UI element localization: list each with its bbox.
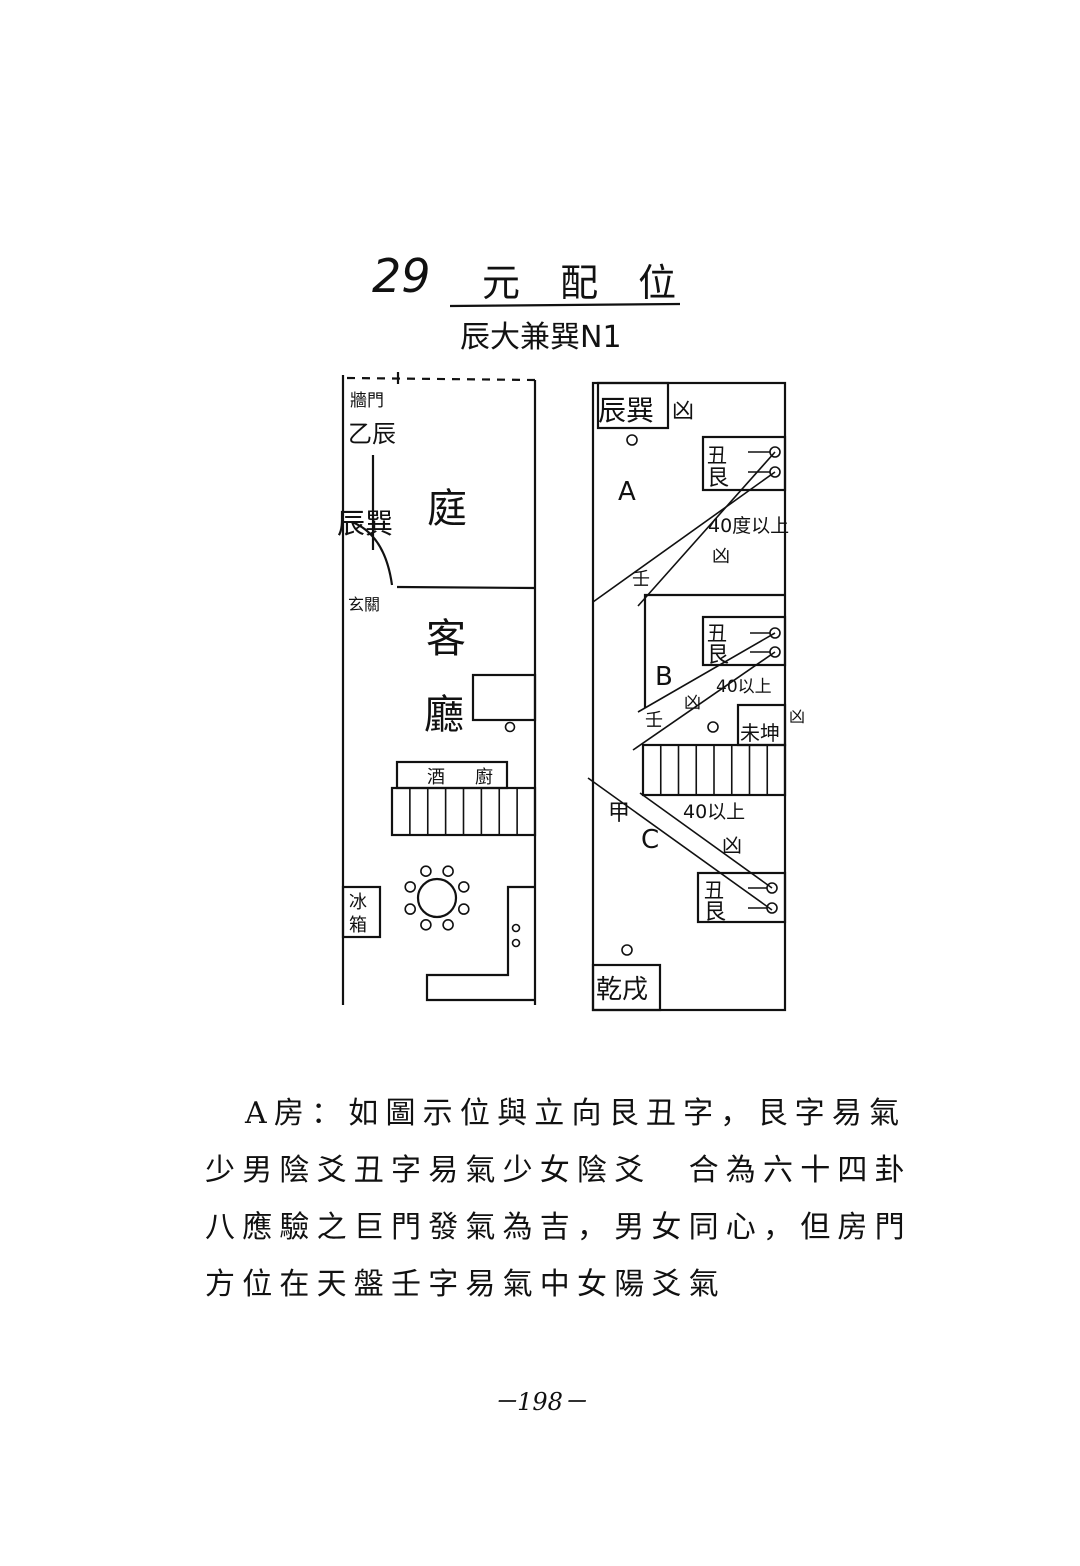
courtyard-divider (396, 585, 536, 590)
room-a-door-box (701, 435, 787, 492)
left-floor-plan: 牆門 乙辰 辰巽 庭 玄關 客 廳 酒 廚 冰 箱 (337, 372, 537, 1005)
room-a-door-bottom: 艮 (707, 466, 729, 491)
dining-chair (420, 918, 432, 931)
room-b-verdict: 凶 (684, 693, 701, 713)
room-a-label: A (618, 477, 636, 507)
arrow-target (769, 627, 781, 639)
room-b-label: B (655, 662, 673, 692)
entry-direction-label: 辰巽 (337, 507, 393, 540)
sofa (471, 673, 537, 722)
wine-cabinet-label-1: 酒 (427, 767, 445, 788)
body-line: 方位在天盤壬字易氣中女陽爻氣 (205, 1267, 726, 1302)
room-b-ren: 壬 (645, 710, 663, 731)
dining-table (404, 865, 470, 931)
room-a-verdict: 凶 (712, 546, 730, 567)
kitchen-counter (425, 885, 535, 1002)
marker-circle (621, 944, 633, 956)
marker-circle (626, 434, 638, 446)
room-c-angle: 40以上 (683, 801, 745, 823)
gate-direction-label: 乙辰 (348, 420, 396, 448)
direction-line (632, 651, 776, 751)
room-b-door-bottom: 艮 (707, 643, 729, 668)
top-corner-label: 辰巽 (598, 394, 654, 427)
living-room-label-1: 客 (426, 616, 466, 662)
direction-line (637, 632, 776, 713)
arrow-target (769, 446, 781, 458)
room-b-door-top: 丑 (707, 621, 727, 645)
dining-chair (457, 881, 470, 893)
room-b-angle: 40以上 (716, 677, 772, 697)
top-corner-verdict: 凶 (672, 399, 694, 424)
arrow-target (769, 646, 781, 658)
fridge-label-1: 冰 (349, 892, 367, 913)
direction-line (587, 777, 773, 911)
living-room-label-2: 廳 (424, 692, 464, 738)
front-boundary-dashed (346, 376, 536, 382)
room-a-door-top: 丑 (707, 443, 727, 467)
right-floor-plan: 辰巽 凶 A 丑 艮 40度以上 凶 壬 丑 艮 B 40以上 凶 壬 未坤 凶… (587, 381, 805, 1012)
figure-title: 29 元 配 位 辰大兼巽N1 (372, 249, 690, 355)
top-corner-box (596, 381, 670, 430)
courtyard-label: 庭 (427, 486, 467, 532)
direction-line (637, 451, 776, 607)
stove-burner (511, 923, 521, 933)
bottom-corner-label: 乾戌 (596, 975, 648, 1005)
room-c-door-box (696, 871, 787, 924)
room-a-ren: 壬 (632, 569, 650, 590)
fridge-label-2: 箱 (349, 915, 367, 936)
room-a-angle: 40度以上 (708, 515, 789, 537)
title-underline (449, 302, 681, 308)
lamp (504, 721, 516, 733)
figure-number: 29 (372, 249, 431, 303)
wall-gate-label: 牆門 (350, 391, 384, 411)
arrow-target (766, 902, 778, 914)
room-c-door-top: 丑 (704, 878, 724, 902)
dining-chair (404, 881, 417, 893)
dining-chair (404, 903, 417, 915)
wine-cabinet-label-2: 廚 (475, 766, 493, 788)
arrow-target (766, 882, 778, 894)
weikun-verdict: 凶 (789, 707, 805, 726)
stove-burner (511, 938, 521, 948)
room-b-door-box (701, 615, 787, 667)
marker-circle (707, 721, 719, 733)
outer-wall (591, 381, 787, 1012)
door-swing-arc (351, 520, 394, 586)
body-paragraph: A房：如圖示位與立向艮丑字，艮字易氣 少男陰爻丑字易氣少女陰爻 合為六十四卦 八… (205, 1085, 965, 1313)
room-c-verdict: 凶 (722, 833, 742, 857)
title-subtitle: 辰大兼巽N1 (460, 320, 622, 355)
dining-chair (457, 903, 470, 915)
arrow-target (769, 466, 781, 478)
dining-chair (442, 865, 454, 878)
direction-line (592, 471, 776, 603)
body-line: 少男陰爻丑字易氣少女陰爻 合為六十四卦 (205, 1153, 912, 1188)
dining-chair (420, 865, 432, 878)
staircase (641, 743, 787, 797)
page-number: －198－ (493, 1388, 587, 1416)
title-text: 元 配 位 (482, 261, 690, 305)
bottom-corner-box (591, 963, 662, 1012)
foyer-label: 玄關 (348, 595, 380, 614)
room-b-wall (643, 593, 785, 708)
weikun-label: 未坤 (740, 721, 780, 745)
body-line: 八應驗之巨門發氣為吉，男女同心，但房門 (205, 1210, 912, 1245)
dining-chair (442, 918, 454, 931)
room-c-door-bottom: 艮 (704, 900, 726, 925)
room-c-label: C (641, 825, 659, 855)
body-line: A房：如圖示位與立向艮丑字，艮字易氣 (245, 1096, 907, 1131)
room-c-jia: 甲 (608, 801, 630, 826)
staircase (390, 786, 537, 837)
fridge (341, 885, 382, 939)
